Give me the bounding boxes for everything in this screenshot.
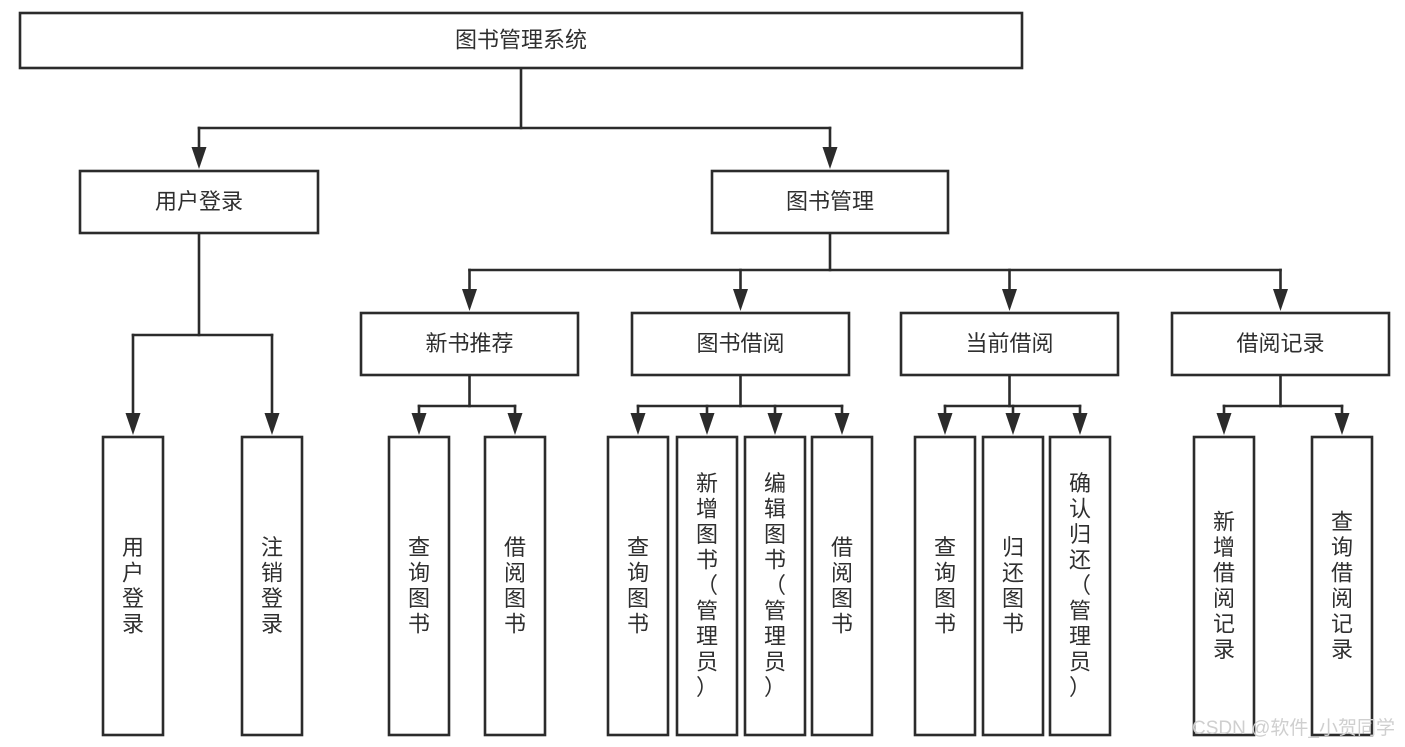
node-label: 新书推荐 <box>425 331 513 356</box>
connector-group-current-borrow <box>937 373 1088 435</box>
node-leaf-edit-book-admin[interactable]: 编辑图书（管理员） <box>743 435 807 737</box>
node-box[interactable] <box>1170 311 1391 377</box>
arrow-head-icon <box>411 413 427 435</box>
node-label: 用户登录 <box>122 535 144 637</box>
arrow-head-icon <box>767 413 783 435</box>
node-label: 用户登录 <box>155 189 243 214</box>
node-label: 查询图书 <box>408 535 430 637</box>
node-box[interactable] <box>18 11 1024 70</box>
node-leaf-confirm-return-admin[interactable]: 确认归还（管理员） <box>1048 435 1112 737</box>
node-leaf-rec-borrow-book[interactable]: 借阅图书 <box>483 435 547 737</box>
node-root[interactable]: 图书管理系统 <box>18 11 1024 70</box>
node-label: 注销登录 <box>261 535 283 637</box>
node-label: 借阅记录 <box>1236 331 1324 356</box>
arrow-head-icon <box>125 413 141 435</box>
arrow-head-icon <box>937 413 953 435</box>
node-label: 借阅图书 <box>504 535 526 637</box>
node-box[interactable] <box>913 435 977 737</box>
csdn-watermark: CSDN @软件_小贺同学 <box>1192 717 1395 739</box>
node-borrow-record[interactable]: 借阅记录 <box>1170 311 1391 377</box>
node-box[interactable] <box>78 169 320 235</box>
node-label: 查询借阅记录 <box>1331 509 1353 662</box>
node-box[interactable] <box>981 435 1045 737</box>
arrow-head-icon <box>733 289 748 311</box>
arrow-head-icon <box>1216 413 1232 435</box>
node-box[interactable] <box>675 435 739 737</box>
connector-group-book-borrow <box>630 373 850 435</box>
node-leaf-borrow-query-book[interactable]: 查询图书 <box>606 435 670 737</box>
connector-group-book-manage <box>462 231 1288 311</box>
arrow-head-icon <box>1072 413 1088 435</box>
node-box[interactable] <box>743 435 807 737</box>
node-user-login[interactable]: 用户登录 <box>78 169 320 235</box>
node-box[interactable] <box>387 435 451 737</box>
node-label: 当前借阅 <box>965 331 1053 356</box>
node-box[interactable] <box>1310 435 1374 737</box>
arrow-head-icon <box>462 289 477 311</box>
node-leaf-add-borrow-record[interactable]: 新增借阅记录 <box>1192 435 1256 737</box>
node-box[interactable] <box>240 435 304 737</box>
arrow-head-icon <box>1334 413 1350 435</box>
arrow-head-icon <box>1005 413 1021 435</box>
node-leaf-user-login[interactable]: 用户登录 <box>101 435 165 737</box>
node-label: 查询图书 <box>934 535 956 637</box>
node-label: 确认归还（管理员） <box>1069 471 1091 700</box>
arrow-head-icon <box>264 413 280 435</box>
node-box[interactable] <box>710 169 950 235</box>
node-label: 图书借阅 <box>696 331 784 356</box>
arrow-head-icon <box>1002 289 1017 311</box>
connector-group-borrow-record <box>1216 373 1350 435</box>
connector-group-new-book-rec <box>411 373 523 435</box>
node-label: 借阅图书 <box>831 535 853 637</box>
arrow-head-icon <box>1273 289 1288 311</box>
node-label: 归还图书 <box>1002 535 1024 637</box>
node-layer: 图书管理系统用户登录图书管理新书推荐图书借阅当前借阅借阅记录用户登录注销登录查询… <box>18 11 1391 737</box>
node-box[interactable] <box>1048 435 1112 737</box>
node-box[interactable] <box>1192 435 1256 737</box>
arrow-head-icon <box>834 413 850 435</box>
node-book-manage[interactable]: 图书管理 <box>710 169 950 235</box>
node-label: 查询图书 <box>627 535 649 637</box>
connector-layer <box>125 66 1350 435</box>
node-leaf-return-book[interactable]: 归还图书 <box>981 435 1045 737</box>
node-box[interactable] <box>483 435 547 737</box>
arrow-head-icon <box>191 147 207 169</box>
arrow-head-icon <box>822 147 838 169</box>
node-box[interactable] <box>810 435 874 737</box>
node-leaf-rec-query-book[interactable]: 查询图书 <box>387 435 451 737</box>
node-leaf-current-query-book[interactable]: 查询图书 <box>913 435 977 737</box>
connector-group-root <box>191 66 838 169</box>
node-leaf-borrow-book[interactable]: 借阅图书 <box>810 435 874 737</box>
connector-group-user-login <box>125 231 280 435</box>
node-leaf-add-book-admin[interactable]: 新增图书（管理员） <box>675 435 739 737</box>
node-box[interactable] <box>630 311 851 377</box>
node-box[interactable] <box>359 311 580 377</box>
node-label: 新增图书（管理员） <box>696 471 718 700</box>
node-current-borrow[interactable]: 当前借阅 <box>899 311 1120 377</box>
node-label: 新增借阅记录 <box>1213 509 1235 662</box>
node-leaf-query-borrow-record[interactable]: 查询借阅记录 <box>1310 435 1374 737</box>
node-box[interactable] <box>101 435 165 737</box>
node-new-book-rec[interactable]: 新书推荐 <box>359 311 580 377</box>
arrow-head-icon <box>699 413 715 435</box>
node-label: 图书管理 <box>786 189 874 214</box>
node-book-borrow[interactable]: 图书借阅 <box>630 311 851 377</box>
node-label: 编辑图书（管理员） <box>764 471 786 700</box>
node-leaf-user-logout[interactable]: 注销登录 <box>240 435 304 737</box>
arrow-head-icon <box>507 413 523 435</box>
node-box[interactable] <box>606 435 670 737</box>
node-box[interactable] <box>899 311 1120 377</box>
node-label: 图书管理系统 <box>455 27 587 52</box>
arrow-head-icon <box>630 413 646 435</box>
